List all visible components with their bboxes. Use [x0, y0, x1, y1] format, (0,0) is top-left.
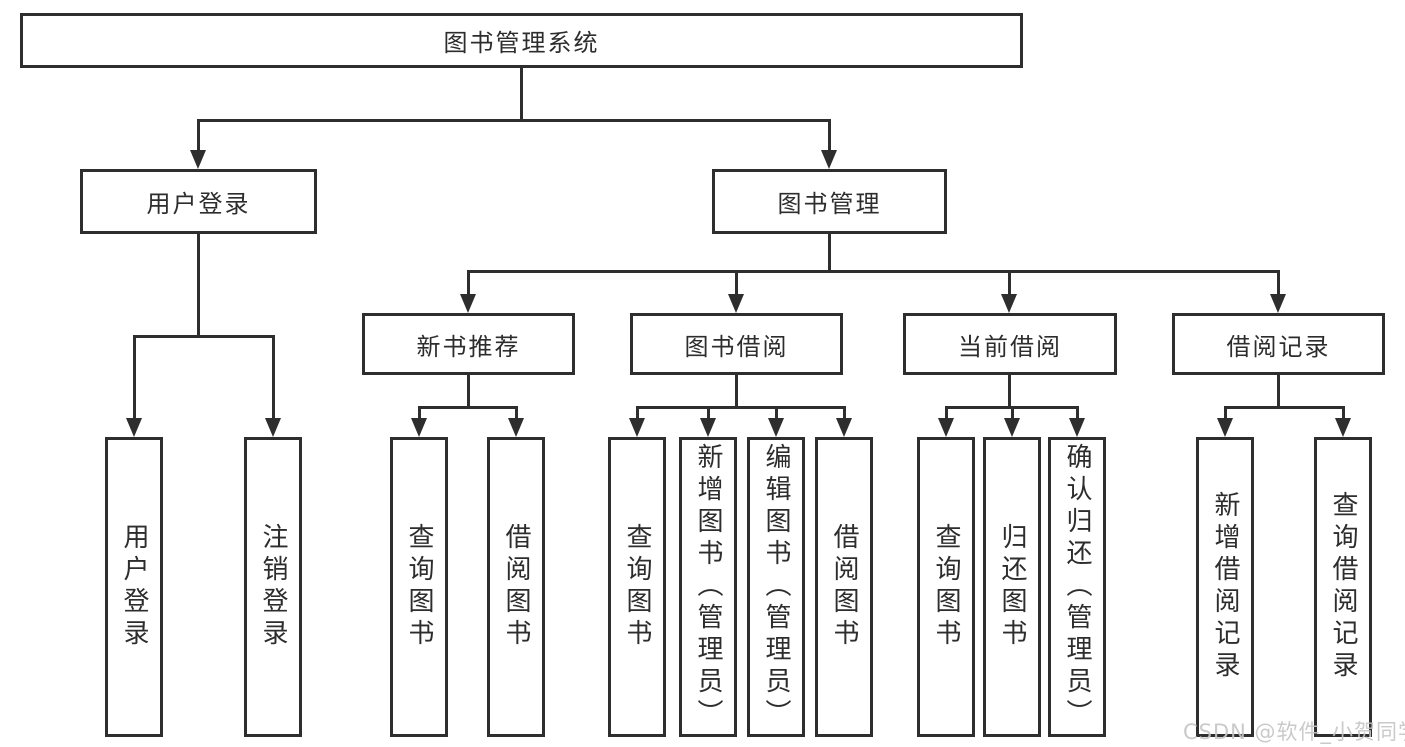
- connector-drop-leaf: [1011, 406, 1014, 419]
- connector-drop-leaf: [707, 406, 710, 419]
- leaf-label: 确认归还（管理员）: [1062, 443, 1092, 731]
- connector-arrowhead: [411, 418, 427, 437]
- connector-drop-current-borrow: [1008, 270, 1011, 295]
- leaf-label: 编辑图书（管理员）: [761, 443, 791, 731]
- leaf-label: 借阅图书: [501, 523, 531, 651]
- node-root-label: 图书管理系统: [443, 29, 600, 57]
- node-book-management: 图书管理: [712, 169, 947, 234]
- connector-arrowhead: [821, 150, 837, 169]
- leaf-label: 查询图书: [931, 523, 961, 651]
- connector-root-stem: [520, 68, 523, 120]
- connector-current-borrow-stem: [1008, 375, 1011, 406]
- leaf-confirm-return-admin: 确认归还（管理员）: [1048, 437, 1106, 737]
- connector-arrowhead: [1004, 418, 1020, 437]
- connector-arrowhead: [938, 418, 954, 437]
- leaf-borrow-books: 借阅图书: [815, 437, 873, 737]
- leaf-borrow-books-recommend: 借阅图书: [487, 437, 545, 737]
- connector-drop-leaf: [636, 406, 639, 419]
- leaf-label: 借阅图书: [829, 523, 859, 651]
- connector-borrow-records-stem: [1277, 375, 1280, 406]
- connector-arrowhead: [1217, 418, 1233, 437]
- node-new-book-recommend-label: 新书推荐: [416, 332, 521, 361]
- connector-arrowhead: [460, 294, 476, 313]
- leaf-label: 新增借阅记录: [1210, 491, 1240, 683]
- connector-book-mgmt-stem: [828, 234, 831, 270]
- connector-arrowhead: [1001, 294, 1017, 313]
- connector-drop-leaf: [1224, 406, 1227, 419]
- connector-arrowhead: [728, 294, 744, 313]
- leaf-query-borrow-record: 查询借阅记录: [1314, 437, 1372, 737]
- connector-drop-leaf: [775, 406, 778, 419]
- connector-arrowhead: [768, 418, 784, 437]
- connector-new-books-stem: [467, 375, 470, 406]
- connector-new-books-rail: [418, 406, 518, 409]
- leaf-label: 新增图书（管理员）: [693, 443, 723, 731]
- connector-drop-leaf: [843, 406, 846, 419]
- node-user-login: 用户登录: [80, 169, 317, 234]
- leaf-user-login: 用户登录: [105, 437, 163, 737]
- leaf-add-borrow-record: 新增借阅记录: [1196, 437, 1254, 737]
- connector-drop-leaf: [1342, 406, 1345, 419]
- leaf-return-books: 归还图书: [983, 437, 1041, 737]
- connector-arrowhead: [629, 418, 645, 437]
- leaf-label: 查询图书: [404, 523, 434, 651]
- connector-book-borrow-rail: [636, 406, 846, 409]
- connector-book-borrow-stem: [735, 375, 738, 406]
- leaf-query-books-recommend: 查询图书: [390, 437, 448, 737]
- connector-drop-logout-leaf: [272, 335, 275, 419]
- connector-arrowhead: [1270, 294, 1286, 313]
- connector-user-login-stem: [197, 234, 200, 335]
- node-book-borrowing-label: 图书借阅: [684, 332, 789, 361]
- node-new-book-recommend: 新书推荐: [362, 313, 575, 375]
- connector-arrowhead: [190, 150, 206, 169]
- connector-drop-new-books: [467, 270, 470, 295]
- connector-arrowhead: [836, 418, 852, 437]
- connector-borrow-records-rail: [1224, 406, 1344, 409]
- leaf-query-books-current: 查询图书: [917, 437, 975, 737]
- connector-drop-leaf: [1076, 406, 1079, 419]
- connector-arrowhead: [508, 418, 524, 437]
- leaf-query-books-borrowing: 查询图书: [608, 437, 666, 737]
- connector-arrowhead: [1069, 418, 1085, 437]
- leaf-label: 注销登录: [258, 523, 288, 651]
- connector-arrowhead: [126, 418, 142, 437]
- connector-arrowhead: [700, 418, 716, 437]
- leaf-add-books-admin: 新增图书（管理员）: [679, 437, 737, 737]
- node-current-borrowing: 当前借阅: [903, 313, 1117, 375]
- connector-drop-book-mgmt: [828, 119, 831, 151]
- connector-user-login-rail: [133, 335, 275, 338]
- leaf-label: 查询图书: [622, 523, 652, 651]
- connector-drop-borrow-records: [1277, 270, 1280, 295]
- node-user-login-label: 用户登录: [146, 190, 251, 218]
- node-current-borrowing-label: 当前借阅: [958, 332, 1062, 361]
- connector-drop-leaf: [515, 406, 518, 419]
- node-borrowing-records-label: 借阅记录: [1226, 332, 1331, 361]
- node-borrowing-records: 借阅记录: [1172, 313, 1385, 375]
- leaf-label: 查询借阅记录: [1328, 491, 1358, 683]
- connector-drop-leaf: [418, 406, 421, 419]
- connector-book-mgmt-rail: [467, 270, 1280, 273]
- connector-arrowhead: [265, 418, 281, 437]
- leaf-label: 归还图书: [997, 523, 1027, 651]
- connector-drop-book-borrow: [735, 270, 738, 295]
- node-root-system: 图书管理系统: [20, 13, 1023, 68]
- connector-drop-leaf: [945, 406, 948, 419]
- connector-arrowhead: [1335, 418, 1351, 437]
- connector-root-rail: [197, 119, 831, 122]
- leaf-label: 用户登录: [119, 523, 149, 651]
- connector-drop-user-login: [197, 119, 200, 151]
- leaf-edit-books-admin: 编辑图书（管理员）: [747, 437, 805, 737]
- csdn-watermark: CSDN @软件_小贺同学: [1183, 720, 1405, 744]
- connector-drop-login-leaf: [133, 335, 136, 419]
- node-book-management-label: 图书管理: [777, 190, 882, 218]
- node-book-borrowing: 图书借阅: [630, 313, 843, 375]
- leaf-logout: 注销登录: [244, 437, 302, 737]
